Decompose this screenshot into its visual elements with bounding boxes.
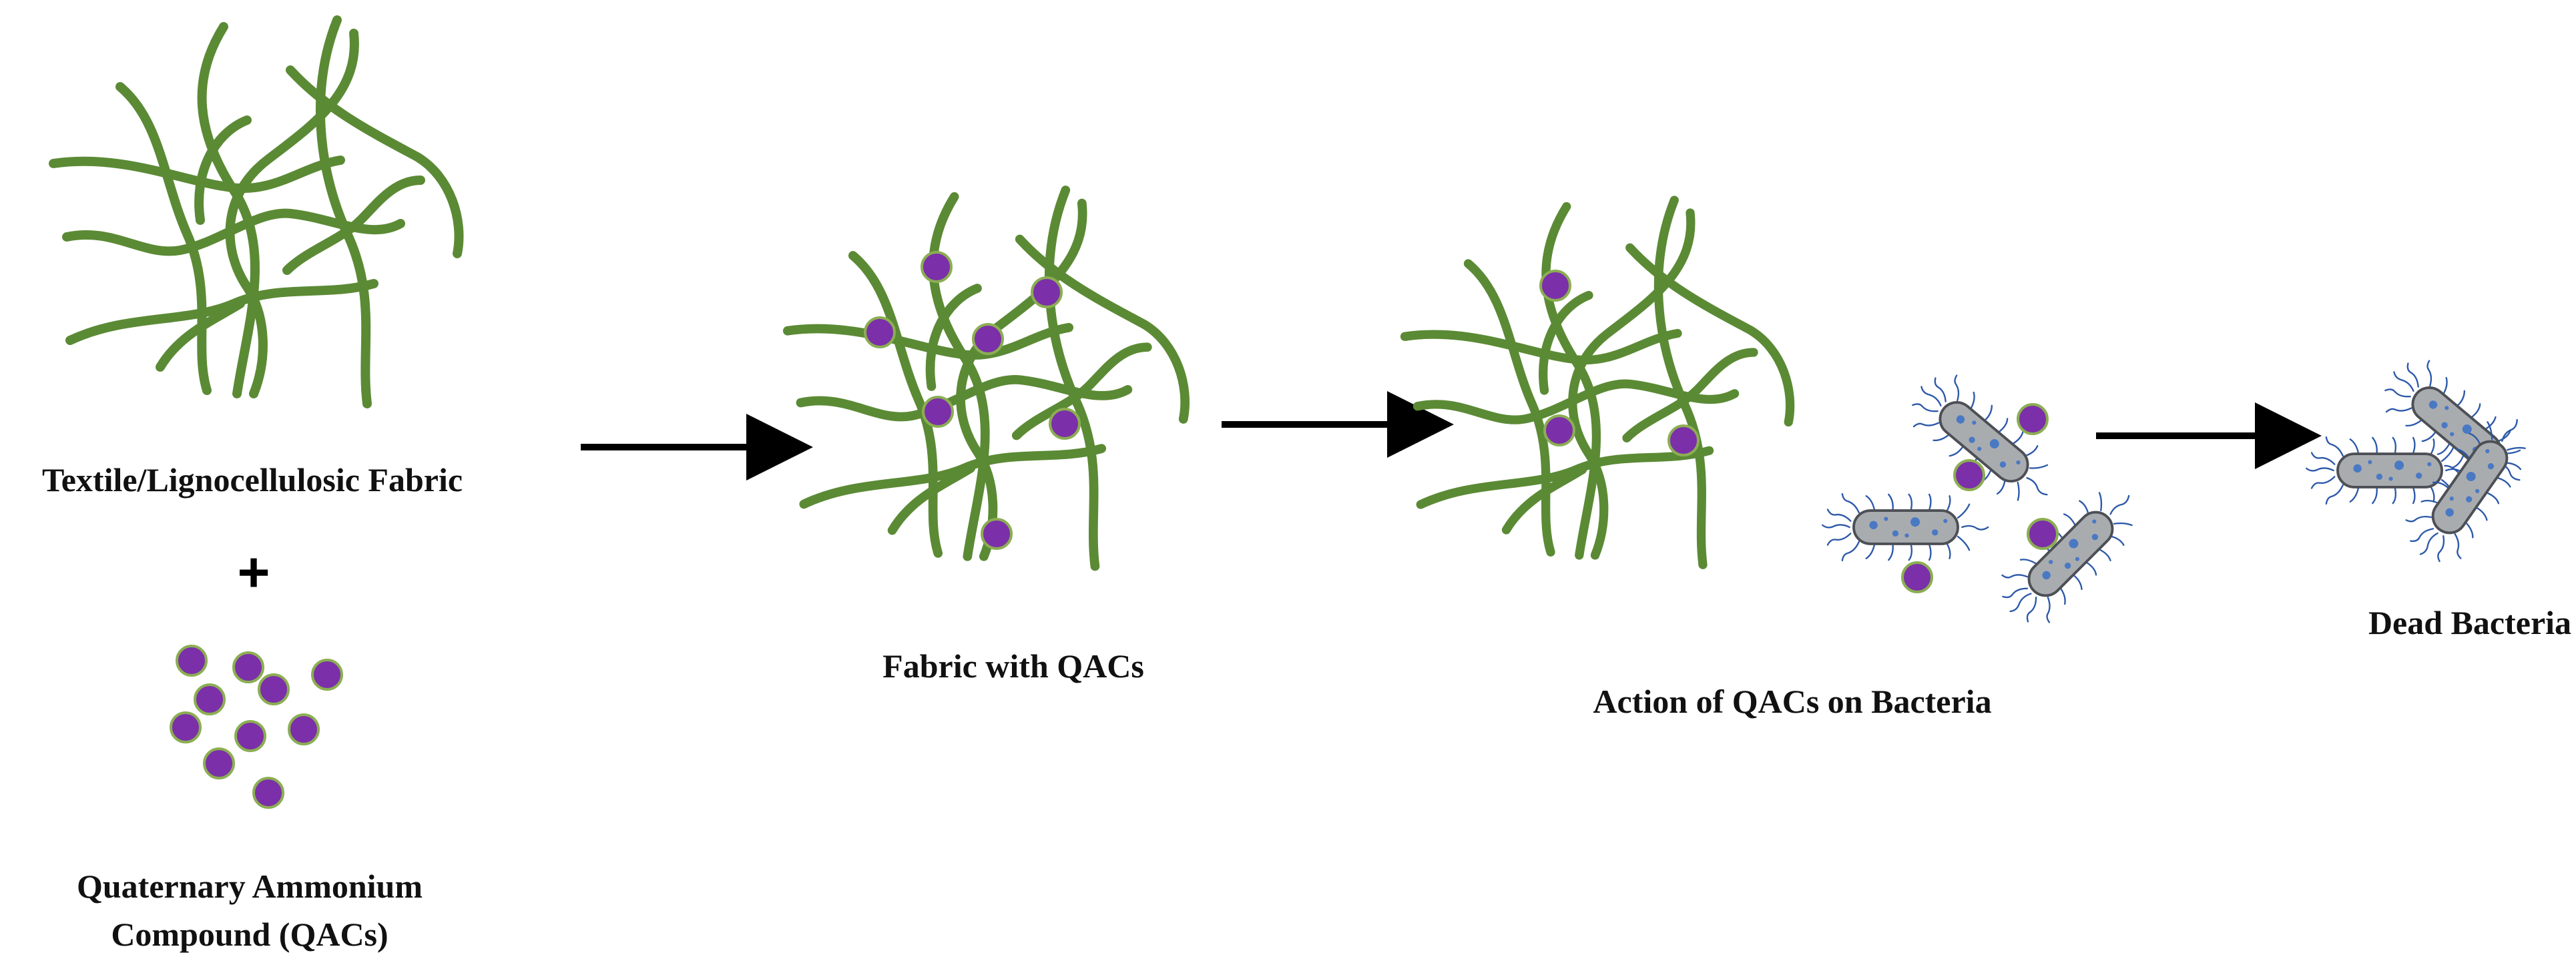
qac-particle-cluster <box>170 645 343 809</box>
raw-fabric-mesh <box>53 20 459 404</box>
action-label: Action of QACs on Bacteria <box>1593 683 1991 720</box>
dead-bacteria-label: Dead Bacteria <box>2368 604 2571 641</box>
qac-label-line-1: Quaternary Ammonium <box>77 868 423 905</box>
action-fabric-mesh <box>1405 200 1790 565</box>
qac-particles-on-fabric <box>864 251 1081 550</box>
raw-fabric-label: Textile/Lignocellulosic Fabric <box>42 461 463 499</box>
dead-bacteria-group <box>2305 346 2546 576</box>
qac-particles-on-fabric-stage-3 <box>1539 270 1700 456</box>
bacteria-group-live <box>1821 361 2154 638</box>
fabric-with-qacs-mesh <box>788 190 1185 567</box>
plus-sign: + <box>237 541 270 603</box>
fabric-with-qacs-label: Fabric with QACs <box>882 647 1144 685</box>
qac-label-line-2: Compound (QACs) <box>111 916 388 953</box>
